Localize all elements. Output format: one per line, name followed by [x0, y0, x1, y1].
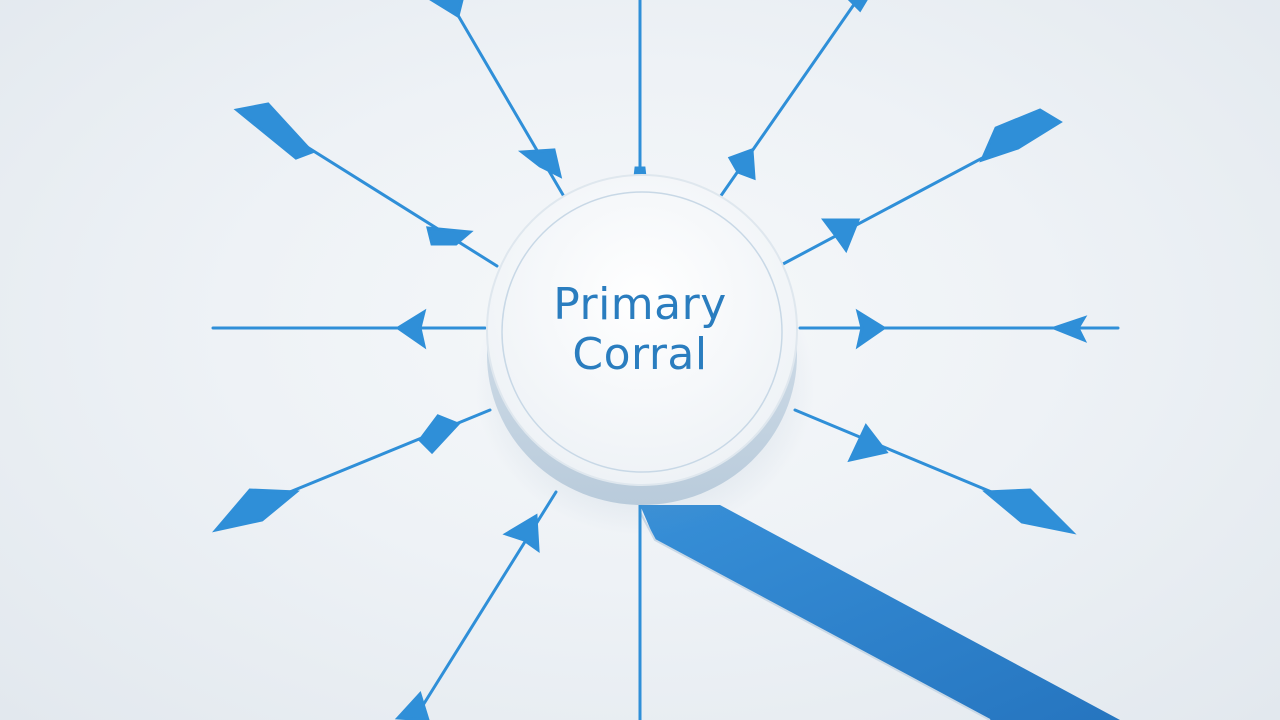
main-channel	[640, 505, 1120, 720]
spoke-upper-left	[233, 102, 499, 268]
spoke-top-right-upper	[716, 0, 868, 202]
hub-button[interactable]	[475, 174, 815, 535]
hub-label-line2: Corral	[572, 329, 708, 380]
spoke-bottom-left	[394, 490, 558, 720]
spoke-upper-right	[781, 108, 1063, 266]
spoke-right	[798, 308, 1120, 350]
spoke-left	[211, 308, 487, 350]
spoke-top	[632, 0, 648, 188]
spoke-lower-right	[793, 408, 1077, 535]
hub-label: Primary Corral	[515, 280, 765, 380]
hub-label-line1: Primary	[553, 279, 727, 330]
spoke-top-left-upper	[429, 0, 568, 202]
spoke-lower-left	[211, 408, 492, 533]
